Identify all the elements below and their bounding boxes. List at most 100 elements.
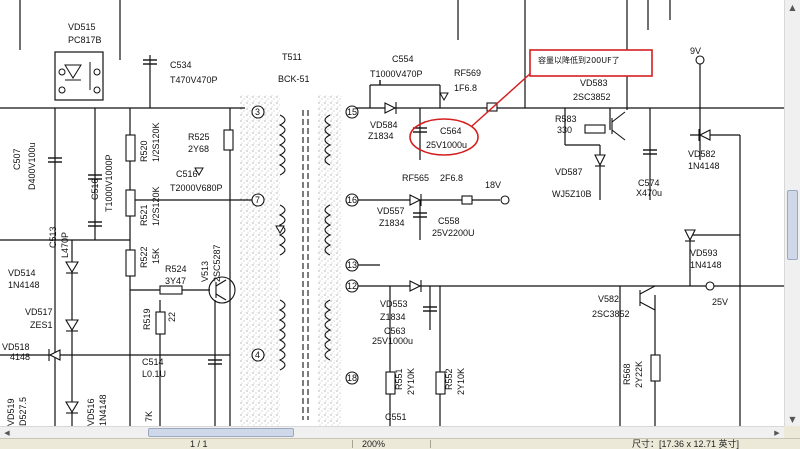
r583-value: 330	[557, 125, 572, 135]
scroll-left-arrow-icon[interactable]: ◀	[4, 428, 10, 437]
rf565-label: RF565	[402, 173, 429, 183]
pin-3-label: 3	[255, 107, 260, 117]
vd517-label: VD517	[25, 307, 53, 317]
vd583-part: 2SC3852	[573, 92, 611, 102]
r520-value: 1/2S120K	[151, 122, 161, 162]
r520-label: R520	[139, 140, 149, 162]
transistors	[208, 111, 656, 311]
vd582-label: VD582	[688, 149, 716, 159]
vd584-value: Z1834	[368, 131, 394, 141]
r519-value: 22	[167, 312, 177, 322]
vd593-label: VD593	[690, 248, 718, 258]
vd519-label: VD519	[6, 398, 16, 426]
r-7k-value: 7K	[144, 411, 154, 422]
schematic-page: 3 7 4 15 16 13 12 18 容量以降低到200UF了 VD515 …	[0, 0, 784, 426]
pin-16-label: 16	[347, 195, 357, 205]
c558-value: 25V2200U	[432, 228, 475, 238]
vd515-label: VD515	[68, 22, 96, 32]
c516-label: C516	[90, 178, 100, 200]
rf569-value: 1F6.8	[454, 83, 477, 93]
r583-label: R583	[555, 114, 577, 124]
v582-part: 2SC3852	[592, 309, 630, 319]
r524-value: 3Y47	[165, 276, 186, 286]
pc817b-label: PC817B	[68, 35, 102, 45]
t511-label: T511	[282, 52, 302, 62]
c574-label: C574	[638, 178, 660, 188]
c516b-label: C516	[176, 169, 198, 179]
status-divider	[430, 440, 431, 448]
pin-18-label: 18	[347, 373, 357, 383]
r521-label: R521	[139, 204, 149, 226]
vd587-label: VD587	[555, 167, 583, 177]
transformer-windings	[278, 110, 332, 420]
pin-7-label: 7	[255, 195, 260, 205]
c551-label: C551	[385, 412, 407, 422]
r551-value: 2Y10K	[406, 368, 416, 395]
annotation-ellipse	[409, 118, 479, 156]
horizontal-scroll-thumb[interactable]	[148, 428, 294, 437]
vd518-value: 4148	[10, 352, 30, 362]
vd584-label: VD584	[370, 120, 398, 130]
25v-label: 25V	[712, 297, 728, 307]
r552-label: R552	[444, 368, 454, 390]
rf565-value: 2F6.8	[440, 173, 463, 183]
vertical-scroll-thumb[interactable]	[787, 190, 798, 260]
vd553-value: Z1834	[380, 312, 406, 322]
r521-value: 1/2S120K	[151, 186, 161, 226]
wires	[0, 0, 784, 426]
r568-value: 2Y22K	[634, 361, 644, 388]
scroll-right-arrow-icon[interactable]: ▶	[774, 428, 780, 437]
scroll-down-arrow-icon[interactable]: ▼	[789, 414, 796, 424]
vd557-value: Z1834	[379, 218, 405, 228]
c563-value: 25V1000u	[372, 336, 413, 346]
transformer-core-left	[240, 95, 280, 426]
c513-value: L470P	[60, 232, 70, 258]
diodes	[48, 102, 711, 414]
c574-value: X470u	[636, 188, 662, 198]
r568-label: R568	[622, 363, 632, 385]
annotation-arrow	[471, 71, 533, 127]
vd518-label: VD518	[2, 342, 30, 352]
vd587-value: WJ5Z10B	[552, 189, 592, 199]
zoom-level[interactable]: 200%	[362, 439, 386, 449]
v513-label: V513	[200, 261, 210, 282]
r522-label: R522	[139, 246, 149, 268]
c564-label: C564	[440, 126, 462, 136]
vertical-scrollbar[interactable]: ▲ ▼	[784, 0, 800, 426]
v513-part: 2SC5287	[212, 244, 222, 282]
v582-label: V582	[598, 294, 619, 304]
r525-label: R525	[188, 132, 210, 142]
rf569-label: RF569	[454, 68, 481, 78]
transformer-core-right	[318, 95, 342, 426]
vd516-value: 1N4148	[98, 394, 108, 426]
c558-label: C558	[438, 216, 460, 226]
18v-label: 18V	[485, 180, 501, 190]
c514-value: L0.1U	[142, 369, 166, 379]
page-size-readout: 尺寸：[17.36 x 12.71 英寸]	[632, 439, 740, 449]
r525-value: 2Y68	[188, 144, 209, 154]
c516b-value: T2000V680P	[170, 183, 223, 193]
pin-4-label: 4	[255, 350, 260, 360]
annotation-box	[529, 49, 653, 77]
vd516-label: VD516	[86, 398, 96, 426]
vd583-label: VD583	[580, 78, 608, 88]
transformer-pins	[251, 55, 715, 385]
optocoupler-symbol	[58, 62, 101, 94]
vd557-label: VD557	[377, 206, 405, 216]
horizontal-scrollbar[interactable]: ◀ ▶	[0, 426, 784, 438]
annotation-text: 容量以降低到200UF了	[538, 55, 620, 65]
c507-label: C507	[12, 148, 22, 170]
c514-label: C514	[142, 357, 164, 367]
scroll-up-arrow-icon[interactable]: ▲	[789, 2, 796, 12]
vd514-label: VD514	[8, 268, 36, 278]
page-indicator: 1 / 1	[190, 439, 208, 449]
document-viewport[interactable]: 3 7 4 15 16 13 12 18 容量以降低到200UF了 VD515 …	[0, 0, 784, 426]
pin-12-label: 12	[347, 281, 357, 291]
c563-label: C563	[384, 326, 406, 336]
r519-label: R519	[142, 308, 152, 330]
c564-value: 25V1000u	[426, 140, 467, 150]
vd553-label: VD553	[380, 299, 408, 309]
scrollbar-corner	[784, 426, 800, 438]
status-bar: 1 / 1 200% 尺寸：[17.36 x 12.71 英寸]	[0, 438, 800, 449]
c507-value: D400V100u	[27, 142, 37, 190]
